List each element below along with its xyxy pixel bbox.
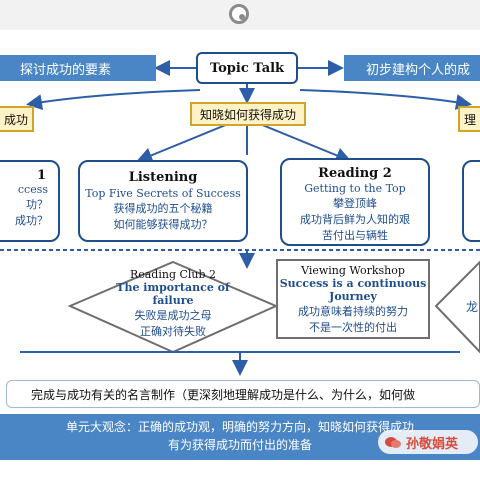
reading-club-2: Reading Club 2 The importance of failure…: [96, 268, 250, 339]
rotate-handle-icon[interactable]: [229, 4, 249, 24]
reading-club-line1: 失败是成功之母: [134, 309, 212, 322]
big-idea-line2: 有为获得成功而付出的准备: [167, 438, 312, 452]
left-partial-box: 成功: [0, 106, 34, 132]
card-left-title: 1: [36, 168, 46, 183]
right-diamond-partial-text: 龙: [466, 300, 479, 314]
bottom-task-text: 完成与成功有关的名言制作（更深刻地理解成功是什么、为什么，如何做: [31, 387, 416, 402]
reading2-title: Reading 2: [318, 166, 392, 181]
wechat-icon: [385, 437, 401, 448]
topic-title: Topic Talk: [209, 60, 285, 76]
viewing-workshop-box: Viewing Workshop Success is a continuous…: [276, 259, 430, 339]
big-idea-line1: 单元大观念：正确的成功观，明确的努力方向，知晓如何获得成功: [65, 420, 414, 434]
reading2-line3: 苦付出与辆牲: [322, 229, 388, 242]
left-partial-text: 成功: [3, 112, 28, 127]
listening-line1: 获得成功的五个秘籍: [113, 202, 213, 215]
listening-subtitle: Top Five Secrets of Success: [85, 187, 241, 200]
card-reading-2: Reading 2 Getting to the Top 攀登顶峰 成功背后鲜为…: [280, 158, 430, 246]
center-label-text: 知晓如何获得成功: [199, 107, 296, 122]
bottom-task-box: 完成与成功有关的名言制作（更深刻地理解成功是什么、为什么，如何做: [6, 380, 480, 408]
goal-right-text: 初步建构个人的成: [366, 62, 471, 78]
viewing-line1: 成功意味着持续的努力: [298, 305, 408, 318]
right-partial-text: 理: [463, 112, 476, 127]
right-partial-box: 理: [458, 106, 480, 132]
card-left-partial: 1 ccess 功？ 成功？: [0, 160, 60, 242]
reading-club-subtitle: The importance of failure: [116, 281, 230, 307]
reading2-line1: 攀登顶峰: [333, 197, 377, 210]
watermark: 孙敬娟英: [378, 430, 478, 454]
card-left-line3: 成功？: [15, 214, 48, 227]
viewing-subtitle1: Success is a continuous: [279, 277, 427, 290]
topic-talk-box: Topic Talk: [196, 52, 298, 84]
viewing-title: Viewing Workshop: [301, 264, 405, 277]
watermark-text: 孙敬娟英: [406, 436, 459, 452]
goal-left-text: 探讨成功的要素: [20, 62, 112, 78]
card-right-partial: [462, 160, 480, 242]
listening-line2: 如何能够获得成功？: [113, 218, 213, 231]
reading2-line2: 成功背后鲜为人知的艰: [300, 213, 410, 226]
center-label-box: 知晓如何获得成功: [190, 102, 306, 126]
card-left-line1: ccess: [17, 183, 48, 196]
viewing-line2: 不是一次性的付出: [309, 321, 397, 334]
card-listening: Listening Top Five Secrets of Success 获得…: [78, 160, 248, 242]
listening-title: Listening: [128, 170, 198, 185]
card-left-line2: 功？: [26, 198, 48, 211]
reading-club-title: Reading Club 2: [129, 268, 217, 281]
reading-club-line2: 正确对待失败: [140, 325, 206, 338]
goal-box-right: 初步建构个人的成: [344, 55, 480, 81]
reading2-subtitle: Getting to the Top: [304, 182, 406, 195]
viewing-subtitle2: Journey: [329, 290, 377, 303]
goal-box-left: 探讨成功的要素: [0, 55, 156, 81]
